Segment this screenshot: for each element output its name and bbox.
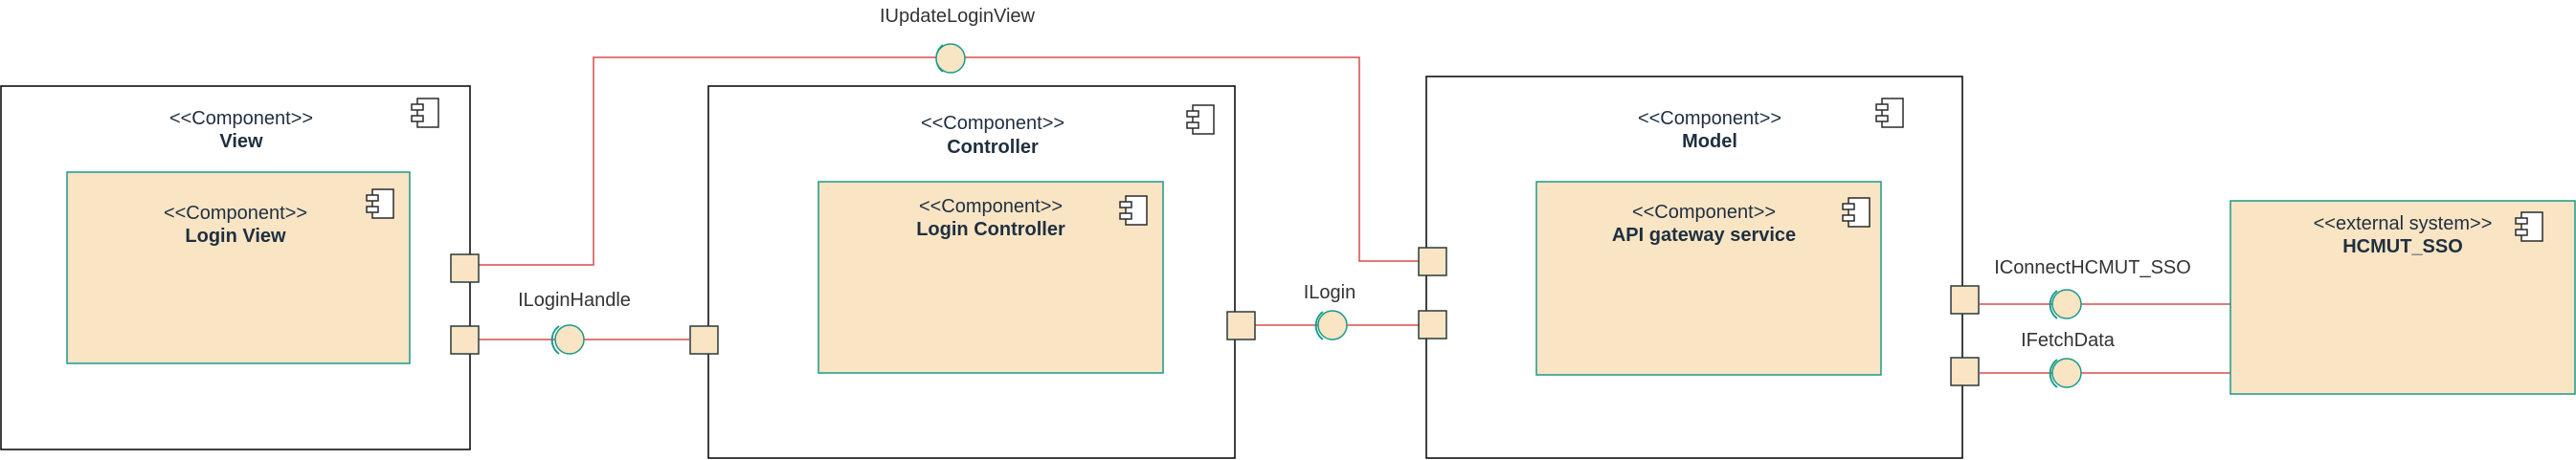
model-stereotype: <<Component>>: [1638, 108, 1781, 129]
component-hcmut-sso[interactable]: <<external system>> HCMUT_SSO: [2229, 200, 2576, 395]
component-icon: [2515, 211, 2543, 242]
login-controller-name: Login Controller: [916, 219, 1065, 240]
label-iloginhandle: ILoginHandle: [518, 290, 631, 311]
view-stereotype: <<Component>>: [169, 108, 313, 129]
interface-connect-hcmut-sso[interactable]: IConnectHCMUT_SSO: [1994, 257, 2191, 319]
hcmut-sso-name: HCMUT_SSO: [2342, 236, 2463, 257]
interface-login[interactable]: ILogin: [1304, 282, 1356, 340]
interface-update-login-view[interactable]: IUpdateLoginView: [880, 6, 1036, 74]
label-ilogin: ILogin: [1304, 282, 1356, 303]
ports: [450, 247, 1980, 386]
port-model-right-bottom[interactable]: [1950, 357, 1980, 386]
api-gateway-name: API gateway service: [1612, 225, 1796, 246]
view-name: View: [219, 131, 263, 152]
login-view-name: Login View: [185, 226, 286, 247]
controller-name: Controller: [947, 137, 1039, 158]
port-controller-right[interactable]: [1226, 311, 1256, 340]
component-api-gateway-service[interactable]: <<Component>> API gateway service: [1535, 181, 1882, 376]
model-name: Model: [1682, 131, 1737, 152]
component-icon: [1875, 98, 1904, 128]
port-model-right-top[interactable]: [1950, 285, 1980, 315]
label-iupdateloginview: IUpdateLoginView: [880, 6, 1036, 27]
port-view-top[interactable]: [450, 253, 480, 283]
hcmut-sso-stereotype: <<external system>>: [2314, 213, 2493, 234]
component-icon: [1119, 195, 1148, 226]
label-iconnecthcmut-sso: IConnectHCMUT_SSO: [1994, 257, 2191, 278]
interface-fetch-data[interactable]: IFetchData: [2021, 330, 2116, 388]
label-ifetchdata: IFetchData: [2021, 330, 2116, 351]
controller-stereotype: <<Component>>: [921, 113, 1064, 134]
component-icon: [411, 98, 439, 128]
component-login-controller[interactable]: <<Component>> Login Controller: [818, 181, 1164, 374]
interface-login-handle[interactable]: ILoginHandle: [518, 290, 631, 355]
component-icon: [366, 188, 394, 219]
port-model-top[interactable]: [1418, 247, 1447, 276]
port-view-bottom[interactable]: [450, 325, 480, 355]
component-icon: [1186, 104, 1215, 135]
port-model-left[interactable]: [1418, 310, 1447, 340]
login-view-stereotype: <<Component>>: [164, 203, 307, 224]
component-login-view[interactable]: <<Component>> Login View: [66, 171, 411, 364]
component-icon: [1842, 197, 1870, 228]
port-controller-left[interactable]: [689, 325, 719, 355]
api-gateway-stereotype: <<Component>>: [1632, 202, 1776, 223]
wire-update-login-view-right: [959, 56, 1432, 262]
login-controller-stereotype: <<Component>>: [919, 196, 1063, 217]
